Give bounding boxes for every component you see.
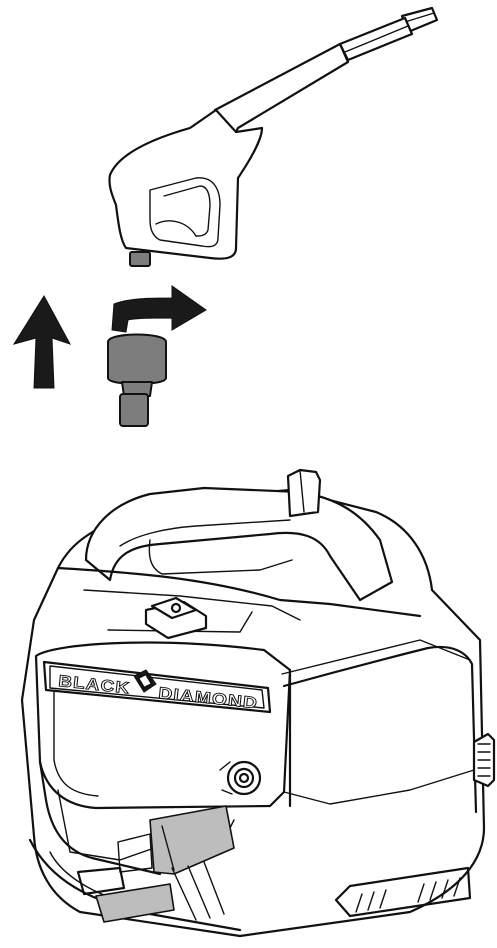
rotate-clockwise-icon: [112, 286, 206, 332]
spray-gun: [109, 8, 437, 266]
arrow-up-icon: [14, 296, 70, 388]
pressure-washer: BLACK DIAMOND: [22, 470, 494, 936]
hose-fitting: [108, 335, 166, 427]
